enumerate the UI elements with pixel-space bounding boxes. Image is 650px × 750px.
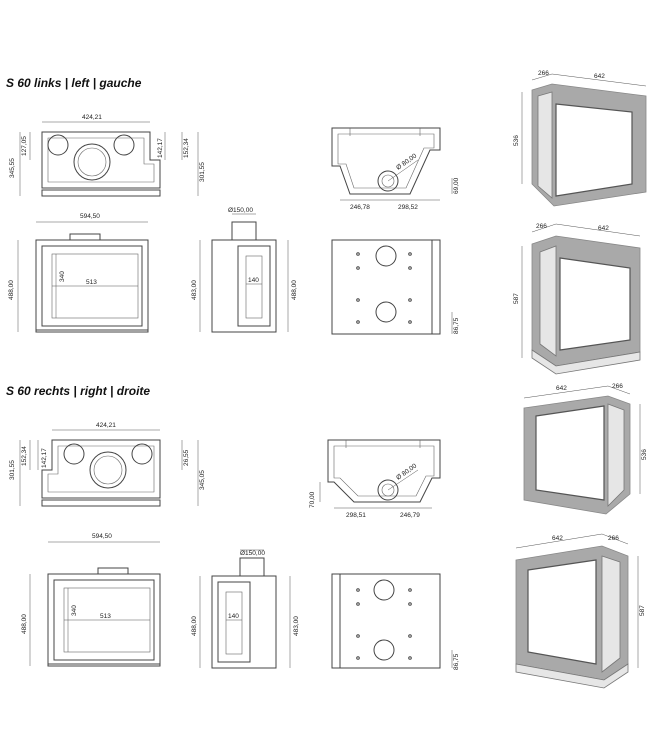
dim-label: 140 (248, 277, 259, 284)
top-view-left: 424,21 345,55 127,05 142,17 152,34 301,5… (9, 114, 206, 197)
dim-label: 152,34 (183, 138, 190, 158)
dim-label: 340 (59, 271, 66, 282)
dim-label: 298,52 (398, 204, 418, 211)
rear-view-left: 86,75 (331, 239, 460, 335)
dim-label: 488,00 (21, 614, 28, 634)
dim-label: 488,00 (8, 280, 15, 300)
corner-perspective-3: 642 266 536 (523, 383, 648, 515)
dim-label: 26,55 (183, 449, 190, 466)
dim-label: 266 (608, 535, 619, 542)
dim-label: 340 (71, 605, 78, 616)
dim-label: 140 (228, 613, 239, 620)
dim-label: 152,34 (21, 446, 28, 466)
dim-label: 642 (594, 73, 605, 80)
dim-label: 587 (513, 293, 520, 304)
corner-perspective-4: 642 266 587 (515, 533, 646, 689)
dim-label: 246,78 (350, 204, 370, 211)
dim-label: 69,00 (453, 177, 460, 194)
dim-label: 594,50 (80, 213, 100, 220)
dim-label: 424,21 (82, 114, 102, 121)
dim-label: 513 (86, 279, 97, 286)
dim-label: 488,00 (291, 280, 298, 300)
dim-label: 513 (100, 613, 111, 620)
section-heading-left: S 60 links | left | gauche (6, 76, 142, 90)
front-view-right: 594,50 488,00 340 513 (21, 533, 161, 667)
dim-label: 345,05 (199, 470, 206, 490)
dim-label: 266 (612, 383, 623, 390)
dim-label: 424,21 (96, 422, 116, 429)
dim-label: 142,17 (157, 138, 164, 158)
dim-label: Ø150,00 (240, 550, 265, 557)
dim-label: 587 (639, 605, 646, 616)
dim-label: 483,00 (191, 280, 198, 300)
side-view-right: Ø150,00 488,00 140 483,00 (191, 549, 300, 669)
dim-label: 642 (552, 535, 563, 542)
dim-label: 536 (513, 135, 520, 146)
dim-label: 70,00 (309, 491, 316, 508)
dim-label: 266 (536, 223, 547, 230)
plan-view-2-left: Ø 80,00 69,00 246,78 298,52 (331, 127, 460, 211)
corner-perspective-2: 266 642 587 (513, 223, 641, 375)
dim-label: 594,50 (92, 533, 112, 540)
corner-perspective-1: 266 642 536 (513, 70, 647, 207)
dim-label: 246,79 (400, 512, 420, 519)
dim-label: 488,00 (191, 616, 198, 636)
dim-label: 642 (598, 225, 609, 232)
section-heading-right: S 60 rechts | right | droite (6, 384, 151, 398)
rear-view-right: 86,75 (331, 573, 460, 670)
dim-label: 266 (538, 70, 549, 77)
dim-label: 298,51 (346, 512, 366, 519)
side-view-left: Ø150,00 483,00 140 488,00 (191, 207, 298, 333)
plan-view-2-right: Ø 80,00 70,00 298,51 246,79 (309, 439, 441, 519)
dim-label: Ø150,00 (228, 207, 253, 214)
dim-label: 301,55 (9, 460, 16, 480)
dim-label: 86,75 (453, 317, 460, 334)
dim-label: 127,05 (21, 136, 28, 156)
dim-label: 642 (556, 385, 567, 392)
top-view-right: 424,21 301,55 152,34 142,17 26,55 345,05 (9, 422, 206, 507)
dim-label: 142,17 (41, 448, 48, 468)
front-view-left: 594,50 488,00 340 513 (8, 213, 149, 333)
dim-label: 536 (641, 449, 648, 460)
dim-label: 483,00 (293, 616, 300, 636)
dim-label: 301,55 (199, 162, 206, 182)
dim-label: 345,55 (9, 158, 16, 178)
dim-label: 86,75 (453, 653, 460, 670)
